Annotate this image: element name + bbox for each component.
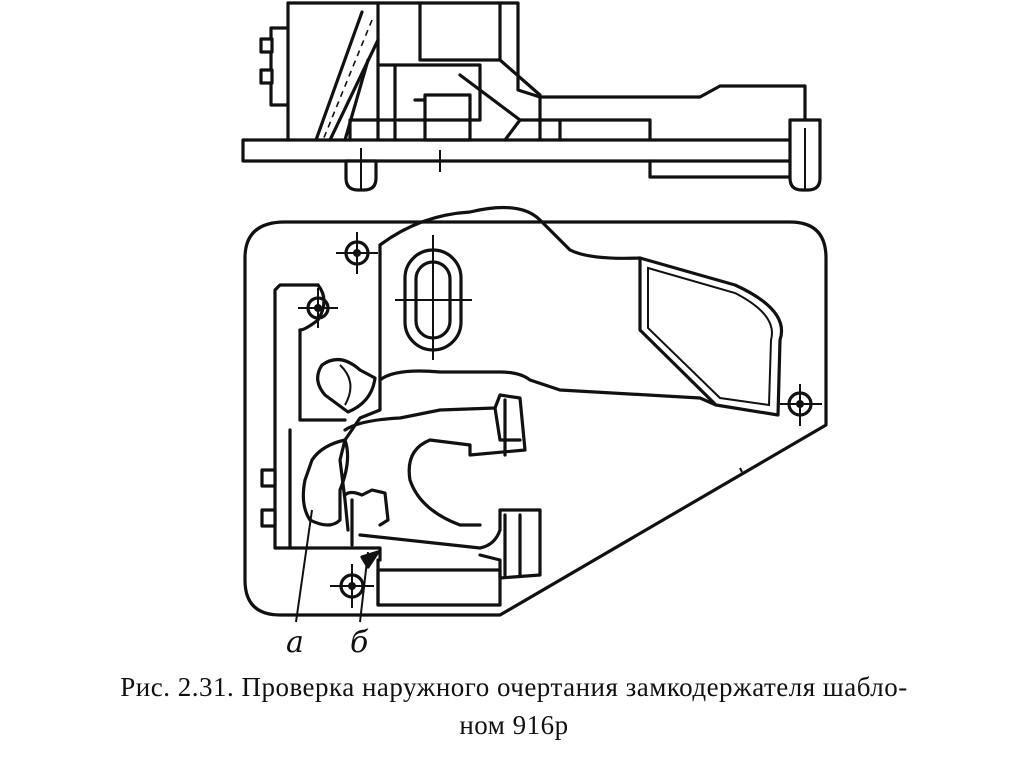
label-b: б — [350, 625, 369, 660]
lock-holder-body — [378, 205, 642, 260]
caption-line-2: ном 916р — [459, 710, 569, 740]
template-plate-outline — [243, 220, 828, 617]
technical-drawing: а б — [241, 1, 828, 660]
base-plate — [241, 138, 807, 163]
figure-caption: Рис. 2.31. Проверка наружного очертания … — [0, 668, 1028, 744]
bottom-pad — [376, 568, 502, 607]
leader-line-a — [295, 509, 313, 623]
label-a: а — [286, 625, 304, 660]
angled-window — [638, 256, 783, 417]
caption-line-1: Рис. 2.31. Проверка наружного очертания … — [120, 672, 908, 702]
oval-slot — [395, 235, 472, 360]
main-view — [243, 205, 828, 623]
left-bracket — [273, 283, 382, 562]
reference-mark-top-left — [336, 232, 378, 274]
top-view — [241, 1, 822, 192]
reference-mark-bottom — [330, 564, 374, 608]
reference-mark-left — [298, 288, 338, 328]
checked-contour-a — [301, 438, 350, 527]
latch-jaw — [343, 393, 527, 527]
cam-cone — [316, 358, 377, 414]
tapered-arm — [538, 84, 807, 142]
housing-block — [286, 1, 542, 142]
reference-mark-right — [780, 384, 822, 426]
